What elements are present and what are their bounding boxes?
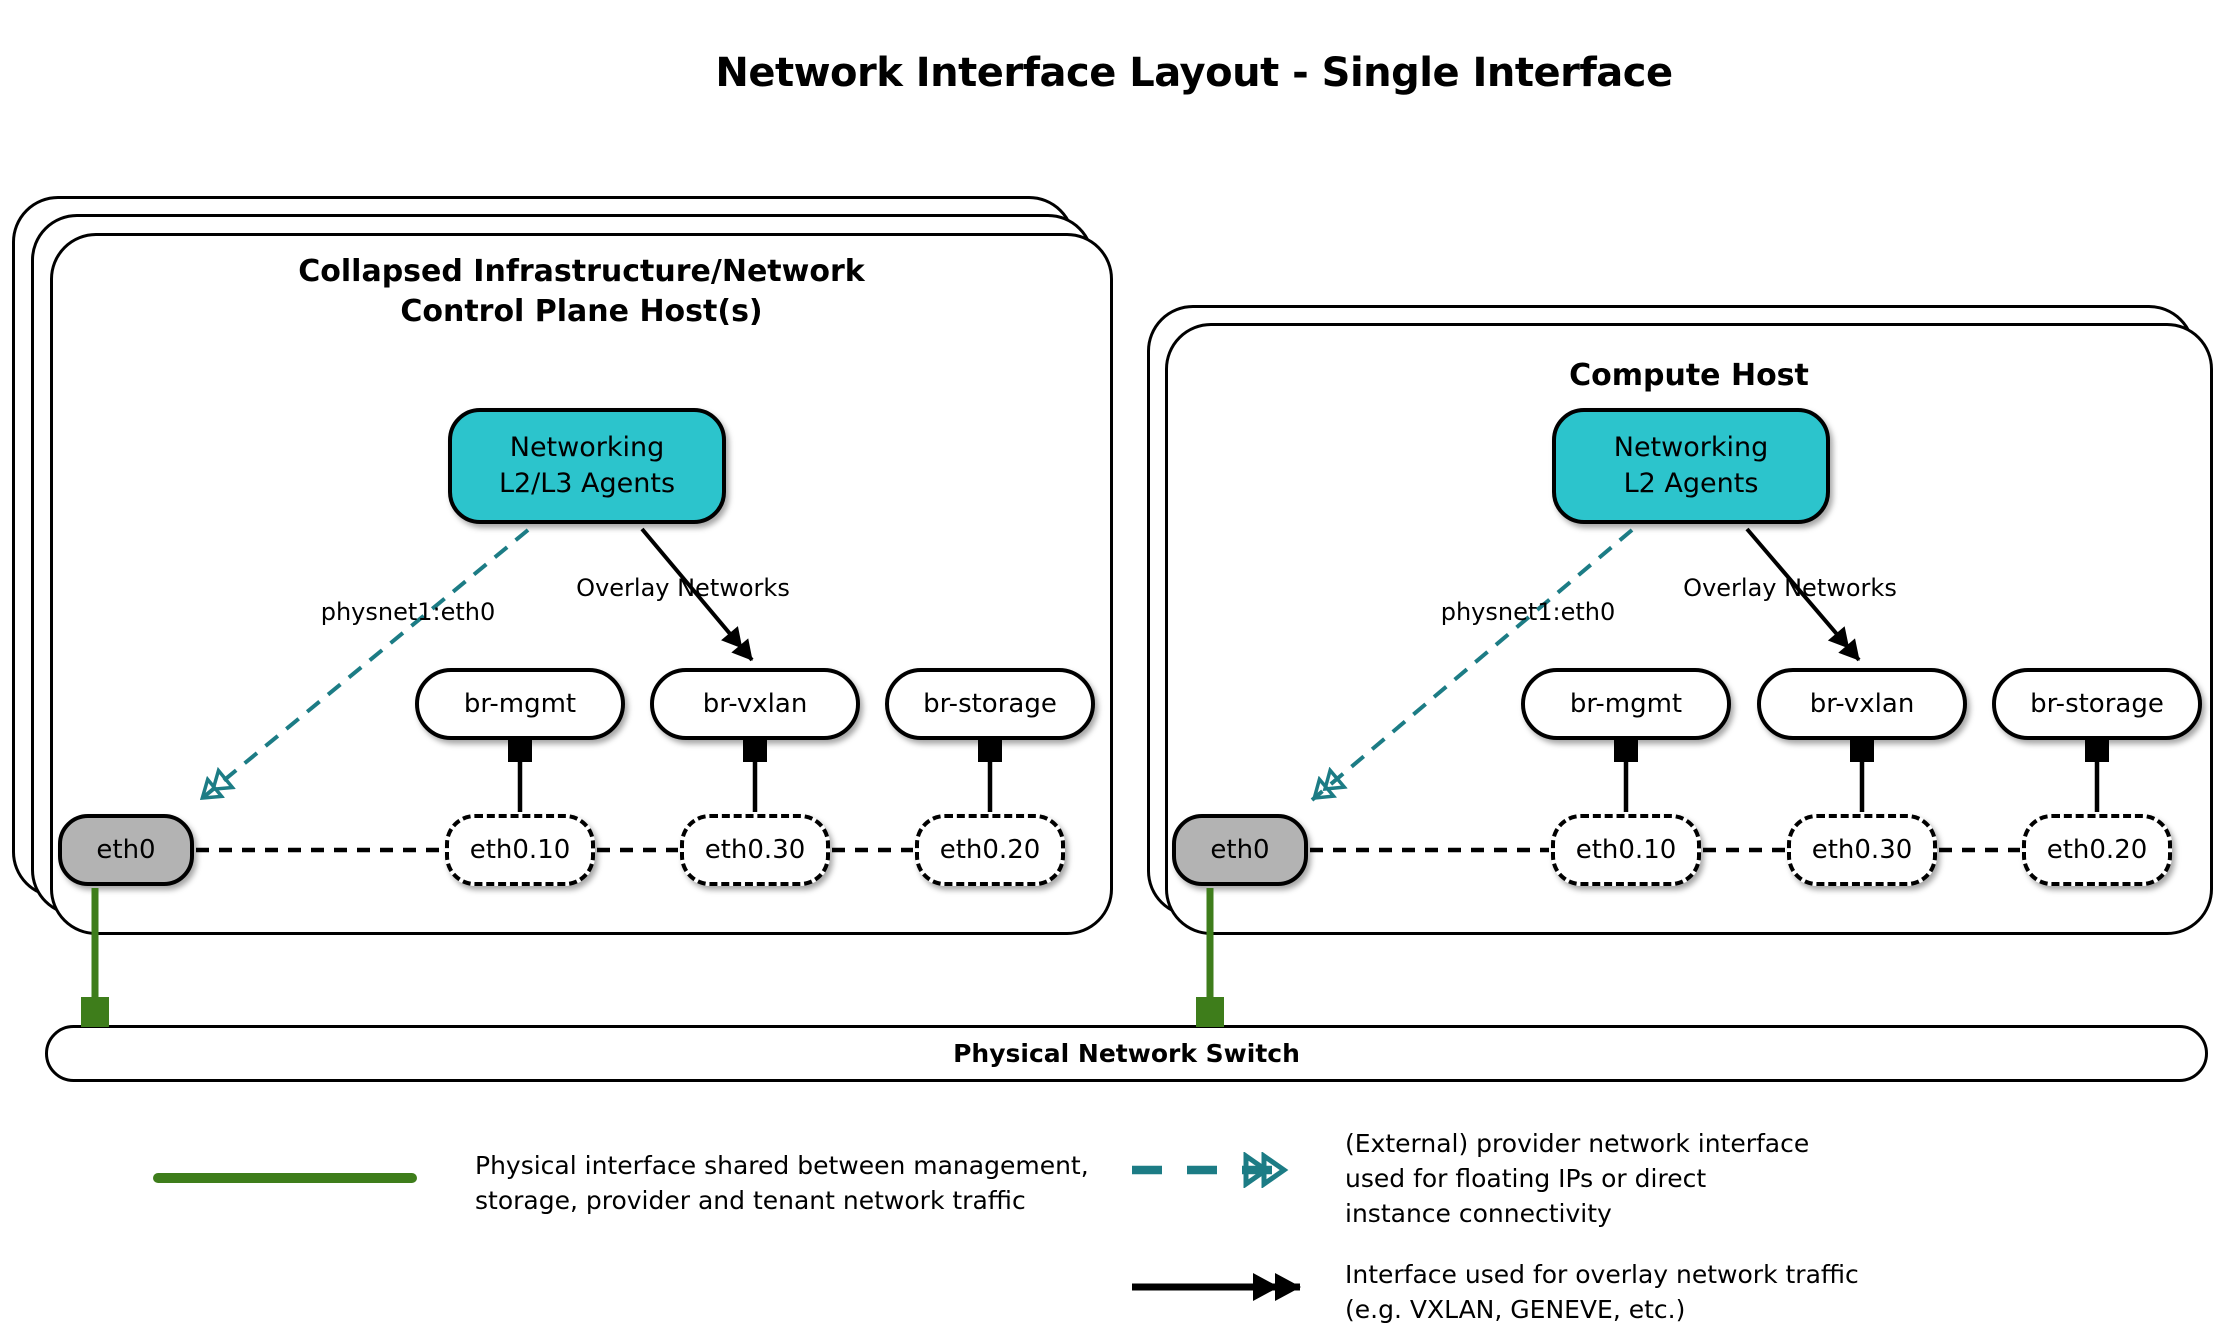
compute-vlan-eth0.20: eth0.20 bbox=[2022, 814, 2172, 886]
vlan-label: eth0.20 bbox=[2046, 835, 2148, 865]
agent-label-line2: L2/L3 Agents bbox=[498, 468, 676, 499]
control-plane-overlay-networks-label: Overlay Networks bbox=[576, 574, 790, 602]
agent-label-line2: L2 Agents bbox=[1623, 468, 1759, 499]
legend-physical-line2: storage, provider and tenant network tra… bbox=[475, 1186, 1026, 1215]
agent-label-line1: Networking bbox=[509, 432, 665, 463]
physical-network-switch-label: Physical Network Switch bbox=[953, 1039, 1300, 1068]
control-plane-eth0-node: eth0 bbox=[58, 814, 194, 886]
control-plane-bridge-br-storage: br-storage bbox=[885, 668, 1095, 740]
legend-physical-line1: Physical interface shared between manage… bbox=[475, 1151, 1089, 1180]
legend-provider-line1: (External) provider network interface bbox=[1345, 1129, 1810, 1158]
control-plane-vlan-eth0.20: eth0.20 bbox=[915, 814, 1065, 886]
control-plane-vlan-eth0.10: eth0.10 bbox=[445, 814, 595, 886]
eth0-label: eth0 bbox=[96, 835, 156, 865]
compute-eth0-node: eth0 bbox=[1172, 814, 1308, 886]
control-plane-bridge-br-vxlan: br-vxlan bbox=[650, 668, 860, 740]
compute-bridge-br-vxlan: br-vxlan bbox=[1757, 668, 1967, 740]
compute-provider-network-label: physnet1:eth0 bbox=[1440, 598, 1616, 626]
compute-bridge-br-storage: br-storage bbox=[1992, 668, 2202, 740]
bridge-label: br-mgmt bbox=[1569, 689, 1683, 719]
legend-overlay-line1: Interface used for overlay network traff… bbox=[1345, 1260, 1859, 1289]
physical-network-switch: Physical Network Switch bbox=[45, 1025, 2208, 1082]
vlan-label: eth0.30 bbox=[704, 835, 806, 865]
compute-networking-agents-node: Networking L2 Agents bbox=[1552, 408, 1830, 524]
compute-vlan-eth0.10: eth0.10 bbox=[1551, 814, 1701, 886]
legend-overlay-line2: (e.g. VXLAN, GENEVE, etc.) bbox=[1345, 1295, 1686, 1324]
compute-host-title: Compute Host bbox=[1569, 358, 1809, 393]
control-plane-host-title-line2: Control Plane Host(s) bbox=[400, 294, 763, 329]
vlan-label: eth0.10 bbox=[469, 835, 571, 865]
bridge-label: br-vxlan bbox=[1809, 689, 1915, 719]
bridge-label: br-vxlan bbox=[702, 689, 808, 719]
legend-overlay-text: Interface used for overlay network traff… bbox=[1345, 1257, 1859, 1327]
compute-overlay-networks-label: Overlay Networks bbox=[1683, 574, 1897, 602]
legend-physical-text: Physical interface shared between manage… bbox=[475, 1148, 1089, 1218]
control-plane-host-title: Collapsed Infrastructure/Network Control… bbox=[50, 252, 1113, 332]
legend-provider-line2: used for floating IPs or direct bbox=[1345, 1164, 1707, 1193]
bridge-label: br-mgmt bbox=[463, 689, 577, 719]
compute-vlan-eth0.30: eth0.30 bbox=[1787, 814, 1937, 886]
control-plane-provider-network-label: physnet1:eth0 bbox=[320, 598, 496, 626]
agent-label-line1: Networking bbox=[1613, 432, 1769, 463]
legend-provider-text: (External) provider network interface us… bbox=[1345, 1126, 1809, 1231]
control-plane-vlan-eth0.30: eth0.30 bbox=[680, 814, 830, 886]
bridge-label: br-storage bbox=[923, 689, 1057, 719]
vlan-label: eth0.10 bbox=[1575, 835, 1677, 865]
vlan-label: eth0.30 bbox=[1811, 835, 1913, 865]
control-plane-bridge-br-mgmt: br-mgmt bbox=[415, 668, 625, 740]
legend-provider-line3: instance connectivity bbox=[1345, 1199, 1612, 1228]
compute-switch-port bbox=[1196, 997, 1224, 1027]
page-title: Network Interface Layout - Single Interf… bbox=[715, 50, 1673, 96]
bridge-label: br-storage bbox=[2030, 689, 2164, 719]
eth0-label: eth0 bbox=[1210, 835, 1270, 865]
vlan-label: eth0.20 bbox=[939, 835, 1041, 865]
control-plane-host-title-line1: Collapsed Infrastructure/Network bbox=[298, 254, 865, 289]
control-plane-switch-port bbox=[81, 997, 109, 1027]
compute-bridge-br-mgmt: br-mgmt bbox=[1521, 668, 1731, 740]
control-plane-networking-agents-node: Networking L2/L3 Agents bbox=[448, 408, 726, 524]
